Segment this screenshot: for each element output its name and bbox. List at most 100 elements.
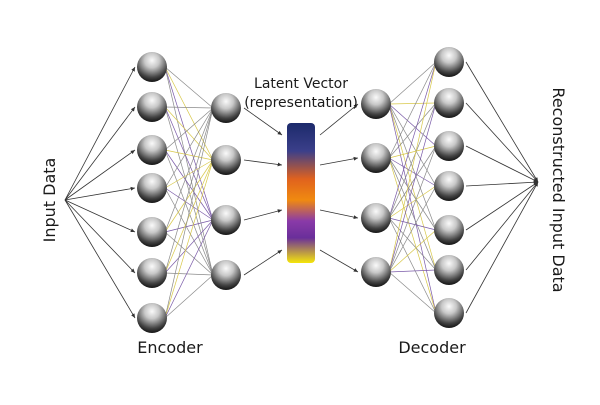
latent-vector-label: Latent Vector xyxy=(254,76,348,92)
connection-line xyxy=(388,145,437,273)
connection-line xyxy=(164,187,214,276)
connection-line xyxy=(388,145,437,159)
connection-line xyxy=(388,157,437,231)
connection-line xyxy=(388,157,437,314)
input-neuron xyxy=(137,52,167,82)
input-neuron xyxy=(137,173,167,203)
connection-line xyxy=(164,159,214,274)
connection-line xyxy=(164,66,214,221)
connection-line xyxy=(388,102,437,159)
connection-line xyxy=(164,107,214,151)
connection-line xyxy=(164,159,214,319)
input-arrow xyxy=(64,149,136,201)
output-neuron xyxy=(434,88,464,118)
output-arrow xyxy=(465,181,539,231)
output-arrow xyxy=(465,181,539,271)
input-neuron xyxy=(137,258,167,288)
input-neuron xyxy=(137,217,167,247)
latent-representation-label: (representation) xyxy=(244,95,358,111)
arrows-layer xyxy=(64,61,539,319)
encoder-to-latent-arrow xyxy=(243,249,283,276)
decoder-neuron xyxy=(361,203,391,233)
connection-line xyxy=(388,103,437,147)
connection-line xyxy=(164,66,214,109)
encoder-neuron xyxy=(211,205,241,235)
input-arrow xyxy=(64,199,136,233)
input-arrow xyxy=(64,199,136,274)
connection-line xyxy=(164,149,214,161)
connection-line xyxy=(164,107,214,319)
reconstructed-input-label: Reconstructed Input Data xyxy=(549,87,568,292)
latent-to-decoder-arrow xyxy=(319,156,359,166)
encoder-neuron xyxy=(211,145,241,175)
connection-line xyxy=(164,66,214,276)
output-neuron xyxy=(434,131,464,161)
connection-line xyxy=(164,107,214,189)
encoder-to-latent-arrow xyxy=(243,159,283,167)
connection-line xyxy=(388,145,437,219)
connection-line xyxy=(388,157,437,187)
encoder-to-latent-arrow xyxy=(243,209,283,221)
output-neuron xyxy=(434,171,464,201)
connection-line xyxy=(164,219,214,233)
latent-to-decoder-arrow xyxy=(319,209,359,219)
connection-line xyxy=(388,157,437,271)
connection-line xyxy=(164,106,214,221)
output-neuron xyxy=(434,47,464,77)
connection-line xyxy=(388,269,437,273)
connection-line xyxy=(164,231,214,276)
encoder-neuron xyxy=(211,93,241,123)
decoder-neuron xyxy=(361,257,391,287)
connection-line xyxy=(388,217,437,314)
connection-line xyxy=(388,103,437,187)
connections-layer xyxy=(164,61,437,319)
connection-line xyxy=(388,185,437,219)
connection-line xyxy=(164,107,214,233)
connection-line xyxy=(164,66,214,161)
latent-to-decoder-arrow xyxy=(319,249,359,273)
connection-line xyxy=(388,185,437,273)
connection-line xyxy=(164,106,214,161)
output-neuron xyxy=(434,255,464,285)
connection-line xyxy=(164,272,214,276)
connection-line xyxy=(388,61,437,273)
connection-line xyxy=(388,102,437,219)
output-neuron xyxy=(434,298,464,328)
connection-line xyxy=(388,217,437,271)
latent-to-decoder-arrow xyxy=(319,103,359,136)
connection-line xyxy=(164,107,214,274)
connection-line xyxy=(164,159,214,233)
connection-line xyxy=(388,61,437,105)
input-neuron xyxy=(137,135,167,165)
connection-line xyxy=(388,61,437,219)
input-arrow xyxy=(64,106,136,201)
connection-line xyxy=(388,102,437,105)
connection-line xyxy=(164,274,214,319)
connection-line xyxy=(388,61,437,159)
decoder-neuron xyxy=(361,143,391,173)
connection-line xyxy=(164,149,214,221)
connection-line xyxy=(164,219,214,319)
connection-line xyxy=(164,219,214,274)
input-arrow xyxy=(64,199,136,319)
encoder-to-latent-arrow xyxy=(243,107,283,136)
output-arrow xyxy=(465,145,539,183)
decoder-label: Decoder xyxy=(398,338,466,357)
output-arrow xyxy=(465,181,539,314)
input-neuron xyxy=(137,92,167,122)
input-arrow xyxy=(64,186,136,201)
output-neuron xyxy=(434,215,464,245)
latent-vector-bar xyxy=(287,123,315,263)
output-arrow xyxy=(465,102,539,183)
decoder-neuron xyxy=(361,89,391,119)
neurons-layer xyxy=(137,47,464,333)
input-neuron xyxy=(137,303,167,333)
encoder-label: Encoder xyxy=(137,338,203,357)
encoder-neuron xyxy=(211,260,241,290)
connection-line xyxy=(388,271,437,314)
connection-line xyxy=(388,217,437,231)
output-arrow xyxy=(465,61,539,183)
input-arrow xyxy=(64,66,136,201)
connection-line xyxy=(388,229,437,273)
